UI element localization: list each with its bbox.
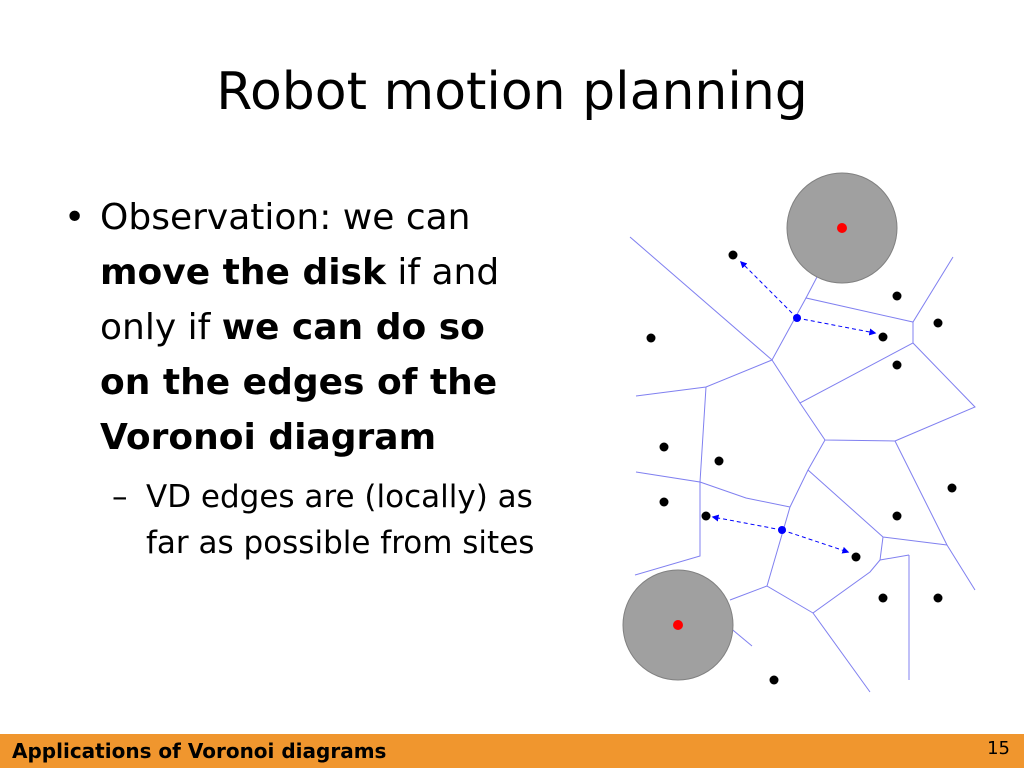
slide-title: Robot motion planning [216, 62, 808, 122]
voronoi-edge [635, 359, 773, 397]
site [659, 497, 669, 507]
disk-center [673, 620, 683, 630]
sub-bullet: – VD edges are (locally) as far as possi… [112, 474, 542, 566]
bullet-text-bold-1: move the disk [100, 252, 386, 293]
bullet-marker: • [64, 197, 86, 238]
footer-bar: Applications of Voronoi diagrams 15 [0, 734, 1024, 768]
page-number: 15 [987, 738, 1010, 759]
path-arrow [711, 514, 783, 531]
site [714, 456, 724, 466]
voronoi-edge [771, 322, 914, 404]
voronoi-edge [894, 342, 976, 442]
voronoi-edge [634, 482, 701, 576]
voronoi-edge [807, 469, 948, 546]
main-bullet: • Observation: we can move the disk if a… [64, 190, 544, 465]
sub-bullet-marker: – [112, 479, 128, 515]
path-arrow [781, 529, 850, 554]
site [659, 442, 669, 452]
voronoi-edge [766, 506, 814, 614]
robot-disk-top [786, 172, 898, 284]
footer-label: Applications of Voronoi diagrams [12, 739, 387, 763]
bullet-text-part-1: Observation: we can [100, 197, 471, 238]
disk-center [837, 223, 847, 233]
site [947, 483, 957, 493]
sub-bullet-text: VD edges are (locally) as far as possibl… [146, 479, 535, 561]
site [878, 593, 888, 603]
voronoi-edge [729, 585, 768, 601]
site [878, 332, 888, 342]
motion-paths [711, 261, 877, 554]
site [851, 552, 861, 562]
voronoi-edge [699, 481, 791, 508]
voronoi-vertex-point [793, 314, 801, 322]
voronoi-vertex-point [778, 526, 786, 534]
voronoi-edge [894, 440, 976, 591]
sites [646, 250, 957, 685]
robot-disk-bottom [622, 569, 734, 681]
bullet-text-part-2: if and only if [100, 252, 500, 348]
path-arrow [796, 317, 877, 336]
bullet-text-bold-2: we can do so on the edges of the Voronoi… [100, 307, 498, 458]
site [892, 511, 902, 521]
site [933, 318, 943, 328]
voronoi-edge [879, 536, 910, 561]
voronoi-edge [812, 559, 881, 693]
site [892, 360, 902, 370]
path-arrow [740, 261, 798, 319]
site [728, 250, 738, 260]
voronoi-edge [635, 386, 707, 483]
site [933, 593, 943, 603]
path-junctions [778, 314, 801, 534]
voronoi-edge [805, 276, 818, 299]
site [892, 291, 902, 301]
main-bullet-text: Observation: we can move the disk if and… [100, 190, 544, 465]
site [769, 675, 779, 685]
site [646, 333, 656, 343]
voronoi-edge [799, 402, 896, 442]
voronoi-edge [629, 236, 954, 361]
site [701, 511, 711, 521]
voronoi-edge [789, 439, 826, 508]
